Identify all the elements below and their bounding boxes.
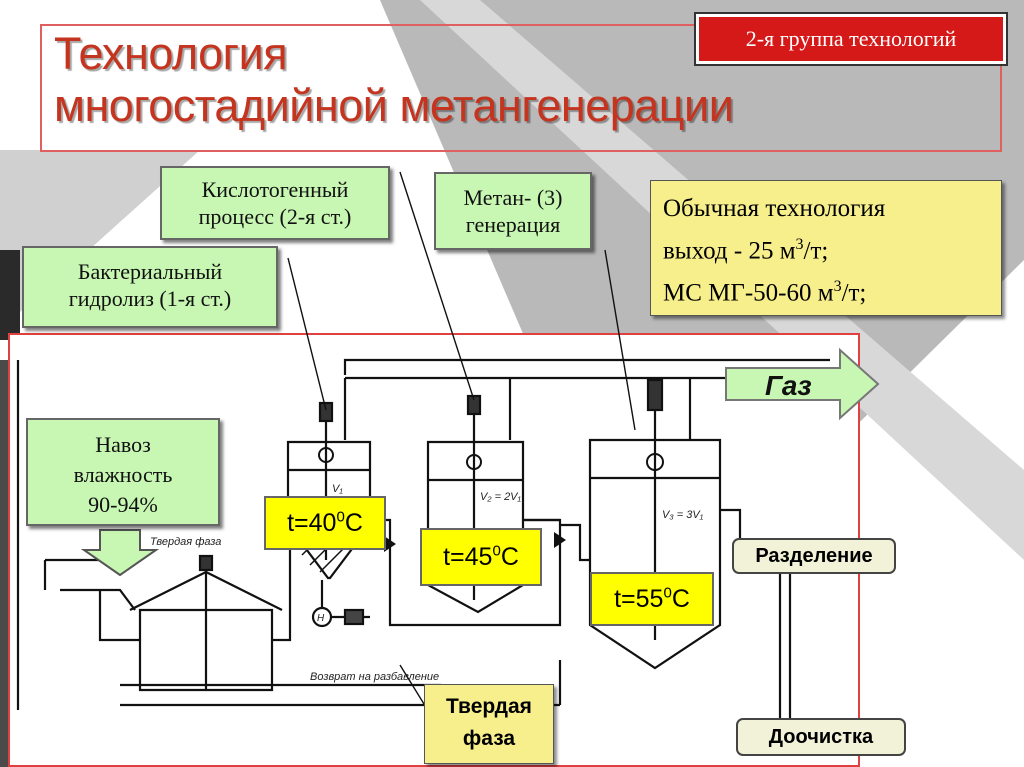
page-title: Технология многостадийной метангенерации [54,28,734,132]
volume-v1-label: V₁ [332,483,343,495]
methane-line-1: Метан- (3) [463,185,563,210]
title-line-2: многостадийной метангенерации [54,80,734,131]
temp-2-sup: 0 [492,542,501,560]
info-line-2-text: выход - 25 м [663,237,796,265]
info-line-1: Обычная технология [663,195,886,222]
temp-1-value: t=40 [287,509,337,537]
info-line-2-suffix: /т; [803,237,829,265]
info-line-3-sup: 3 [833,278,842,296]
temp-2-value: t=45 [443,543,493,571]
temp-2-unit: C [500,543,519,571]
temp-3-value: t=55 [614,585,664,613]
info-line-2-sup: 3 [795,236,804,253]
hydrolysis-line-1: Бактериальный [77,259,223,284]
volume-v2-label: V₂ = 2V₁ [480,491,522,503]
methane-generation-label: Метан- (3) генерация [434,172,592,250]
volume-v3-label: V₃ = 3V₁ [662,509,704,521]
return-line-label: Возврат на разбавление [310,671,439,683]
technology-group-badge: 2-я группа технологий [694,12,1008,66]
temperature-stage-1: t=400C [264,496,386,550]
yield-info-box: Обычная технология выход - 25 м3/т; МС М… [650,180,1002,316]
temperature-stage-2: t=450C [420,528,542,586]
gas-arrow [725,347,880,421]
methane-line-2: генерация [465,212,561,237]
info-line-3-suffix: /т; [841,279,867,307]
separation-box: Разделение [732,538,896,574]
info-line-3-text: МС МГ-50-60 м [663,279,834,307]
pump-label: Н [317,613,325,624]
temp-1-sup: 0 [336,508,345,526]
solid-phase-line-2: фаза [462,727,516,750]
acidogenic-line-1: Кислотогенный [201,177,349,202]
temp-3-unit: C [671,585,690,613]
title-line-1: Технология [54,28,288,79]
manure-moisture-label: Навоз влажность 90-94% [26,418,220,526]
gas-label: Газ [765,370,812,401]
manure-line-3: 90-94% [88,492,158,517]
manure-line-2: влажность [73,462,173,487]
solid-phase-box: Твердая фаза [424,684,554,764]
temp-1-unit: C [344,509,363,537]
hydrolysis-vessel [138,608,274,692]
manure-feed-arrow [80,529,160,577]
hydrolysis-label: Бактериальный гидролиз (1-я ст.) [22,246,278,328]
acidogenic-process-label: Кислотогенный процесс (2-я ст.) [160,166,390,240]
reactor-2-body [426,440,525,614]
post-treatment-box: Доочистка [736,718,906,756]
solid-phase-line-1: Твердая [446,695,532,718]
manure-line-1: Навоз [95,432,151,457]
acidogenic-line-2: процесс (2-я ст.) [198,204,352,229]
gas-header-pipe [343,358,830,375]
info-line-3: МС МГ-50-60 м3/т; [663,269,989,311]
solid-phase-drawing-label: Твердая фаза [150,536,221,548]
title-frame [40,24,1002,152]
temperature-stage-3: t=550C [590,572,714,626]
info-line-2: выход - 25 м3/т; [663,227,989,269]
hydrolysis-line-2: гидролиз (1-я ст.) [68,286,232,311]
temp-3-sup: 0 [663,584,672,602]
